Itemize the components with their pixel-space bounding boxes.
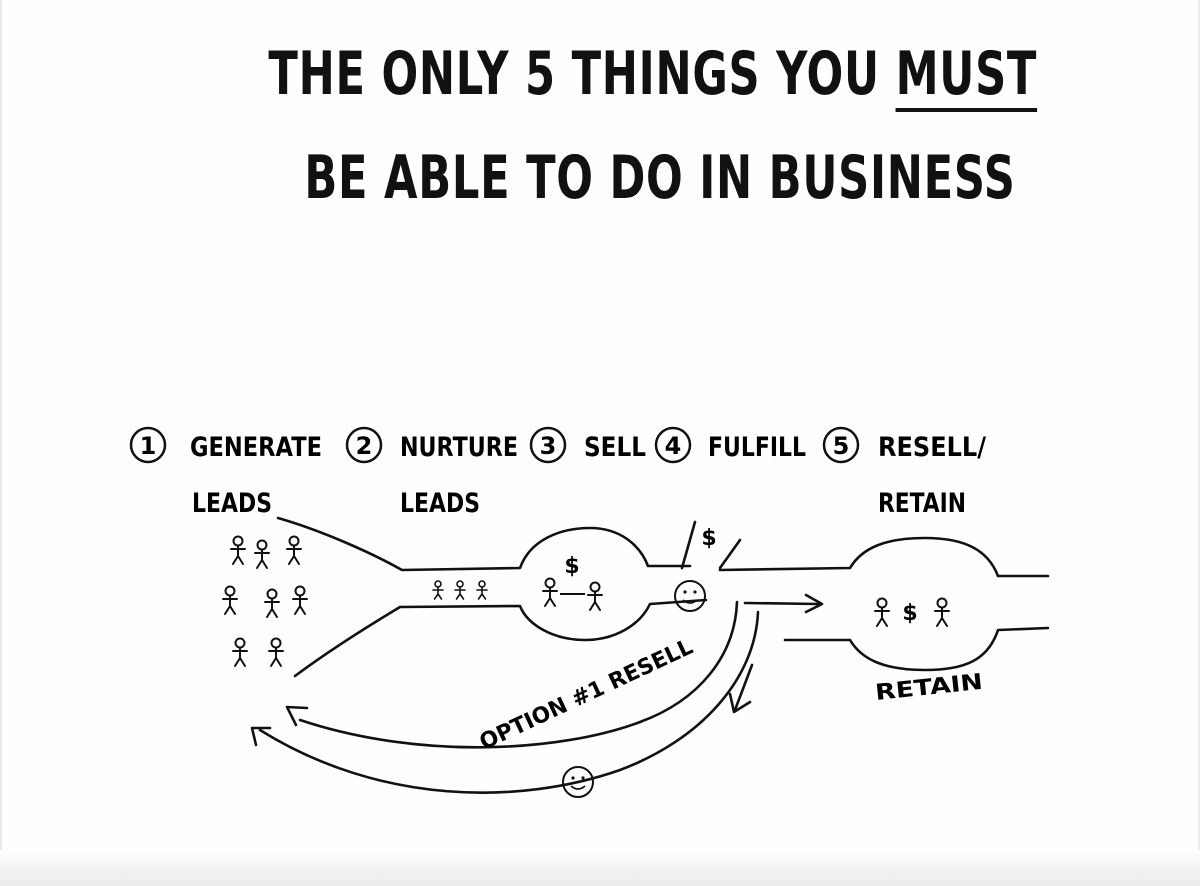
person-icon (455, 581, 465, 599)
person-icon (477, 581, 487, 599)
person-icon (293, 587, 307, 615)
person-icon (433, 581, 443, 599)
step-nurture-leads: 2 NURTURE LEADS (347, 428, 518, 519)
step-label: GENERATE (190, 432, 322, 463)
person-icon (287, 537, 301, 565)
step-label: RESELL/ (878, 432, 986, 463)
bottom-gradient-bar (0, 850, 1200, 886)
step-label: SELL (584, 432, 646, 463)
person-icon (269, 639, 283, 667)
step-number: 4 (665, 432, 682, 460)
step-number: 3 (540, 432, 557, 460)
step-sell: 3 SELL (531, 428, 646, 463)
step-label: NURTURE (400, 432, 518, 463)
dollar-icon: $ (564, 554, 579, 579)
person-icon (543, 579, 557, 607)
step-resell-retain: 5 RESELL/ RETAIN (824, 428, 986, 519)
step-number: 5 (833, 432, 850, 460)
step-number: 2 (356, 432, 373, 460)
step-label-line2: LEADS (400, 488, 480, 519)
person-icon (588, 583, 602, 611)
arrow-to-retain (745, 603, 818, 604)
person-icon (265, 590, 279, 618)
person-icon (233, 639, 247, 667)
person-icon (255, 541, 269, 569)
retain-label: RETAIN (874, 670, 984, 706)
sell-group: $ (543, 554, 602, 610)
step-label-line2: LEADS (192, 488, 272, 519)
step-label: FULFILL (708, 432, 806, 463)
fulfill-dollar-icon: $ (701, 526, 716, 551)
retain-group: $ (875, 599, 949, 627)
step-label-line2: RETAIN (878, 488, 966, 519)
step-number: 1 (140, 432, 157, 460)
leads-crowd (223, 537, 307, 667)
person-icon (935, 599, 949, 627)
smiley-icon (675, 581, 705, 611)
step-generate-leads: 1 GENERATE LEADS (131, 428, 322, 519)
person-icon (231, 537, 245, 565)
person-icon (875, 599, 889, 627)
person-icon (223, 587, 237, 615)
step-fulfill: 4 FULFILL (656, 428, 806, 463)
dollar-icon: $ (902, 601, 917, 626)
nurture-group (433, 581, 487, 599)
